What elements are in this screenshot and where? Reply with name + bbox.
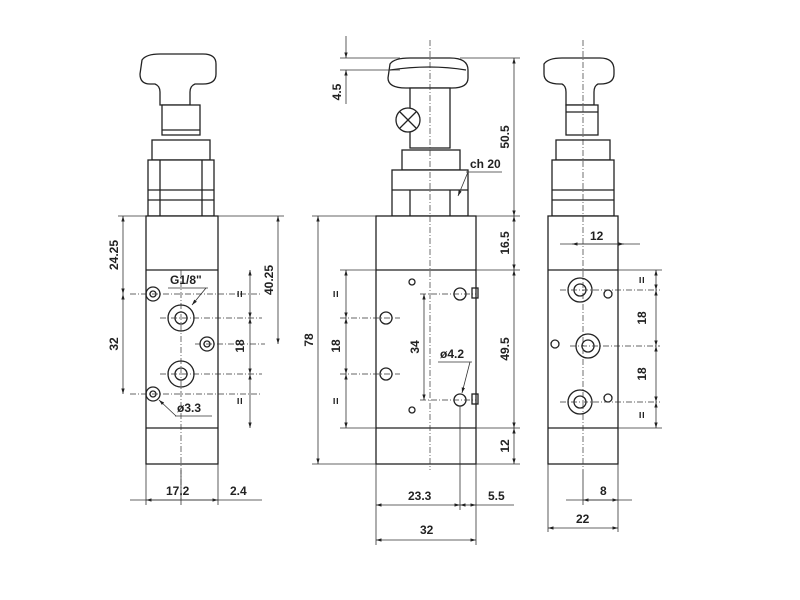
left-knob (139, 53, 217, 106)
dim-78: 78 (302, 333, 316, 347)
dim-2-4: 2.4 (230, 484, 247, 498)
dim-23-3: 23.3 (408, 489, 432, 503)
dim-12-vert: 12 (498, 439, 512, 453)
left-view: 24.25 32 40.25 = 18 = G1/8" ø3.3 17.2 2.… (107, 53, 284, 505)
equal-mark-mid-2: = (329, 397, 343, 404)
dim-16-5: 16.5 (498, 231, 512, 255)
dim-50-5: 50.5 (498, 125, 512, 149)
middle-hole-6 (408, 406, 416, 414)
middle-view: 78 = 18 = 34 ø4.2 ch 20 4.5 50.5 1 (302, 36, 520, 545)
dim-8: 8 (600, 484, 607, 498)
dim-17-2: 17.2 (166, 484, 190, 498)
dim-22: 22 (576, 512, 590, 526)
dim-5-5: 5.5 (488, 489, 505, 503)
left-body (145, 215, 219, 465)
dim-40-25: 40.25 (262, 265, 276, 295)
hole-small-label: ø3.3 (177, 401, 201, 415)
hole-big-label: ø4.2 (440, 347, 464, 361)
thread-label: G1/8" (170, 273, 202, 287)
equal-mark-left-1: = (233, 290, 247, 297)
middle-body (375, 215, 477, 465)
equal-mark-right-1: = (635, 276, 649, 283)
equal-mark-mid-1: = (329, 290, 343, 297)
equal-mark-right-2: = (635, 411, 649, 418)
left-nut-upper (151, 139, 211, 161)
dim-24-25: 24.25 (107, 240, 121, 270)
dim-32-bottom: 32 (420, 523, 434, 537)
equal-mark-left-2: = (233, 397, 247, 404)
dim-18-right-1: 18 (635, 311, 649, 325)
right-stem (565, 104, 599, 136)
dim-12-horiz: 12 (590, 229, 604, 243)
right-knob (543, 57, 615, 106)
wrench-size-label: ch 20 (470, 157, 501, 171)
dim-32-left: 32 (107, 337, 121, 351)
middle-hole-5 (408, 278, 416, 286)
dim-18-right-2: 18 (635, 367, 649, 381)
left-nut (147, 159, 215, 217)
right-view: 12 = 18 18 = 8 22 (543, 40, 662, 532)
dim-18-left: 18 (233, 339, 247, 353)
middle-nut-upper (401, 149, 461, 171)
dim-4-5: 4.5 (330, 83, 344, 100)
dim-18-mid: 18 (329, 339, 343, 353)
dim-49-5: 49.5 (498, 337, 512, 361)
middle-knob (387, 57, 469, 89)
dim-34: 34 (408, 340, 422, 354)
